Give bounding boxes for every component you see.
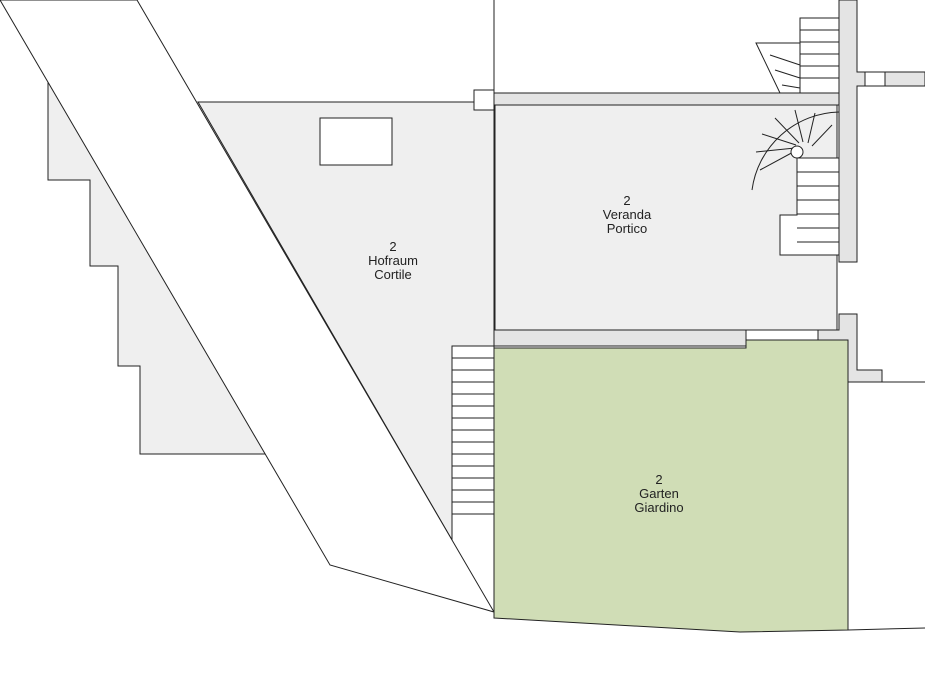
skylight: [319, 117, 393, 166]
window-right: [864, 71, 886, 87]
room-label-garten: 2 Garten Giardino: [599, 473, 719, 515]
veranda-garden-wall: [493, 329, 747, 347]
room-name-de: Garten: [639, 486, 679, 501]
boundary-bottom: [847, 627, 925, 631]
room-name-de: Veranda: [602, 207, 652, 222]
spiral-staircase: [751, 109, 840, 256]
room-number: 2: [623, 193, 631, 208]
pillar: [473, 89, 495, 111]
room-number: 2: [389, 239, 397, 254]
veranda-top-wall: [493, 92, 840, 106]
room-name-it: Portico: [606, 221, 648, 236]
room-name-it: Giardino: [634, 500, 684, 515]
room-label-veranda: 2 Veranda Portico: [567, 194, 687, 236]
room-number: 2: [655, 472, 663, 487]
right-wall: [838, 0, 925, 263]
room-name-it: Cortile: [374, 267, 412, 282]
stairs-left: [451, 345, 495, 515]
room-label-hofraum: 2 Hofraum Cortile: [333, 240, 453, 282]
stairs-top: [755, 17, 840, 94]
room-name-de: Hofraum: [368, 253, 418, 268]
